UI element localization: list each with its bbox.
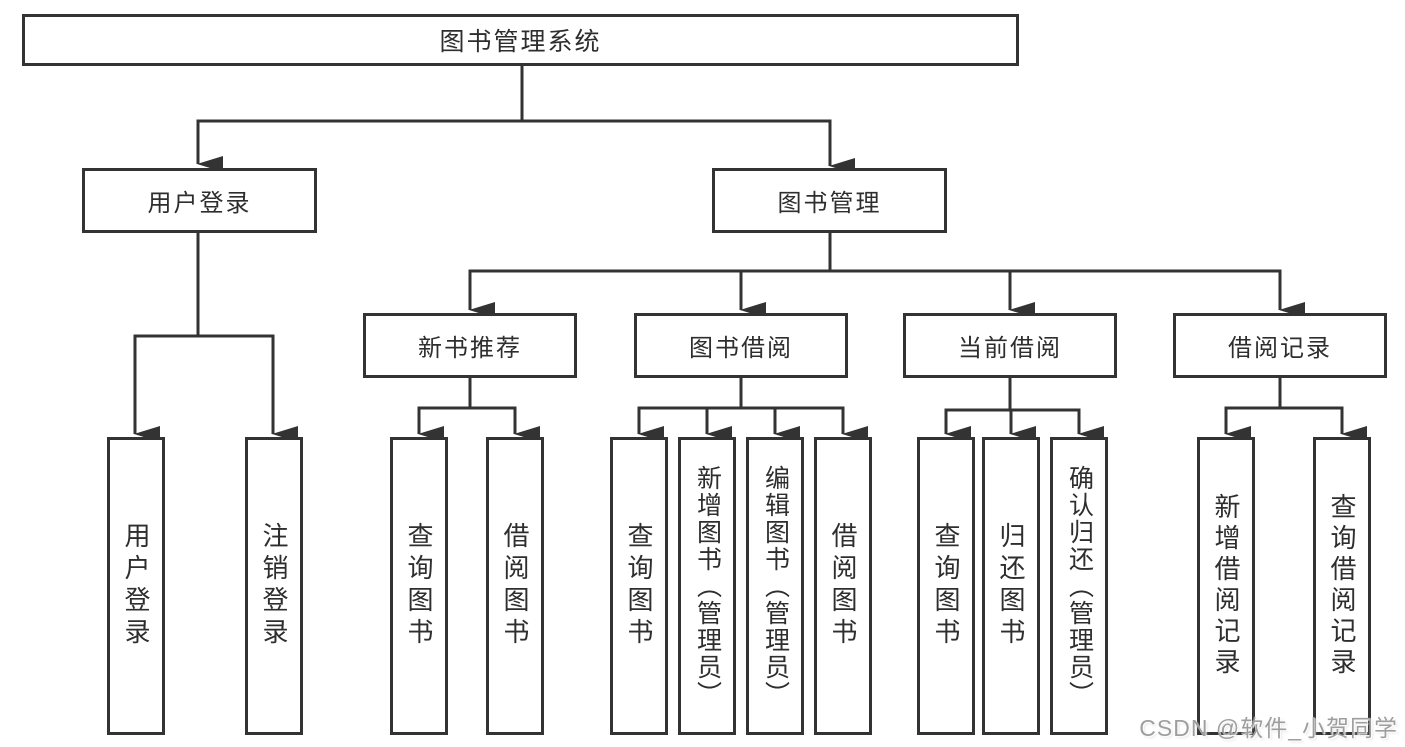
leaf-user-login-label: 用户登录 [121, 522, 151, 650]
node-book-borrow-label: 图书借阅 [689, 335, 793, 362]
leaf-query-books-rec: 查询图书 [390, 437, 448, 735]
leaf-logout: 注销登录 [245, 437, 303, 735]
leaf-query-borrow-record: 查询借阅记录 [1313, 437, 1371, 735]
node-borrow-records-label: 借阅记录 [1228, 335, 1332, 362]
leaf-query-books-borrow-label: 查询图书 [624, 522, 654, 650]
node-user-login-label: 用户登录 [147, 190, 252, 217]
leaf-user-login: 用户登录 [107, 437, 165, 735]
leaf-borrow-books-label: 借阅图书 [828, 522, 858, 650]
leaf-borrow-books: 借阅图书 [814, 437, 872, 735]
node-book-management-label: 图书管理 [777, 190, 882, 217]
leaf-borrow-books-rec: 借阅图书 [486, 437, 544, 735]
leaf-confirm-return-admin: 确认归还（管理员） [1050, 437, 1108, 735]
leaf-add-borrow-record-label: 新增借阅记录 [1211, 493, 1241, 679]
leaf-add-books-admin-label: 新增图书（管理员） [693, 464, 722, 708]
leaf-confirm-return-admin-label: 确认归还（管理员） [1065, 464, 1094, 708]
leaf-query-books-borrow: 查询图书 [610, 437, 668, 735]
node-new-book-recommend-label: 新书推荐 [418, 335, 522, 362]
leaf-edit-books-admin: 编辑图书（管理员） [746, 437, 804, 735]
node-root-system: 图书管理系统 [22, 14, 1019, 66]
csdn-watermark: CSDN @软件_小贺同学 [1139, 715, 1398, 741]
leaf-add-borrow-record: 新增借阅记录 [1197, 437, 1255, 735]
leaf-query-books-current: 查询图书 [917, 437, 975, 735]
node-book-borrow: 图书借阅 [634, 313, 848, 378]
leaf-query-borrow-record-label: 查询借阅记录 [1327, 493, 1357, 679]
leaf-return-books-label: 归还图书 [996, 522, 1026, 650]
leaf-logout-label: 注销登录 [259, 522, 289, 650]
node-new-book-recommend: 新书推荐 [363, 313, 577, 378]
leaf-add-books-admin: 新增图书（管理员） [678, 437, 736, 735]
leaf-query-books-current-label: 查询图书 [931, 522, 961, 650]
node-borrow-records: 借阅记录 [1173, 313, 1387, 378]
node-root-label: 图书管理系统 [439, 28, 602, 56]
node-book-management: 图书管理 [712, 168, 947, 233]
leaf-edit-books-admin-label: 编辑图书（管理员） [761, 464, 790, 708]
leaf-return-books: 归还图书 [982, 437, 1040, 735]
leaf-query-books-rec-label: 查询图书 [404, 522, 434, 650]
node-current-borrow: 当前借阅 [903, 313, 1117, 378]
leaf-borrow-books-rec-label: 借阅图书 [500, 522, 530, 650]
node-user-login: 用户登录 [82, 168, 317, 233]
node-current-borrow-label: 当前借阅 [958, 335, 1062, 362]
